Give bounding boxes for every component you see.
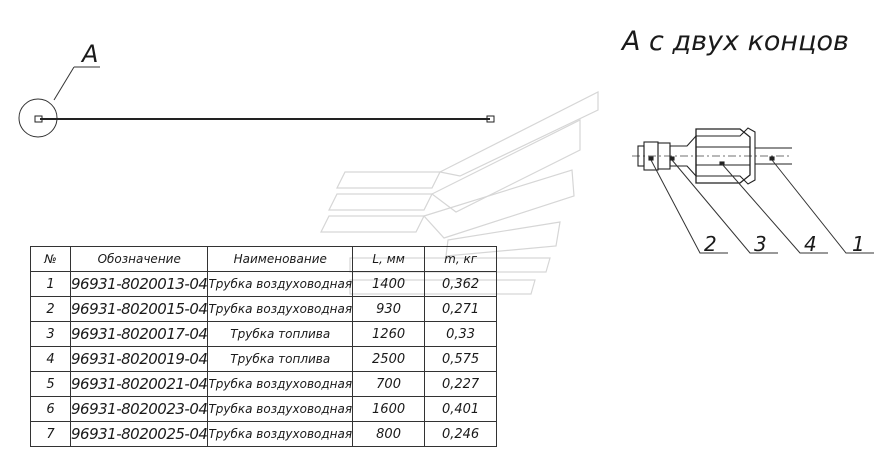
cell-designation: 96931-8020021-04 xyxy=(69,371,209,397)
cell-designation: 96931-8020023-04 xyxy=(69,396,209,422)
cell-mass: 0,246 xyxy=(424,421,498,447)
table-row: 7 96931-8020025-04 Трубка воздуховодная … xyxy=(30,421,498,447)
callout-3: 3 xyxy=(754,232,767,256)
cell-designation: 96931-8020015-04 xyxy=(69,296,209,322)
cell-name: Трубка воздуховодная xyxy=(207,421,354,447)
table-row: 4 96931-8020019-04 Трубка топлива 2500 0… xyxy=(30,346,498,372)
header-designation: Обозначение xyxy=(69,246,209,272)
tube-end-right xyxy=(486,115,495,123)
cell-length: 700 xyxy=(352,371,426,397)
cell-mass: 0,227 xyxy=(424,371,498,397)
callout-1: 1 xyxy=(852,232,865,256)
cell-number: 2 xyxy=(30,296,71,322)
cell-length: 2500 xyxy=(352,346,426,372)
table-row: 5 96931-8020021-04 Трубка воздуховодная … xyxy=(30,371,498,397)
callout-2: 2 xyxy=(704,232,717,256)
header-length: L, мм xyxy=(352,246,426,272)
cell-number: 1 xyxy=(30,271,71,297)
detail-title: А с двух концов xyxy=(620,26,849,57)
table-header-row: № Обозначение Наименование L, мм m, кг xyxy=(30,246,498,272)
cell-name: Трубка воздуховодная xyxy=(207,371,354,397)
cell-length: 800 xyxy=(352,421,426,447)
cell-name: Трубка воздуховодная xyxy=(207,271,354,297)
header-mass: m, кг xyxy=(424,246,498,272)
header-name: Наименование xyxy=(207,246,354,272)
cell-name: Трубка воздуховодная xyxy=(207,396,354,422)
cell-mass: 0,575 xyxy=(424,346,498,372)
view-leader-line-diagonal xyxy=(53,66,75,101)
table-row: 3 96931-8020017-04 Трубка топлива 1260 0… xyxy=(30,321,498,347)
tube-end-left xyxy=(34,115,43,123)
fitting-detail xyxy=(632,127,792,185)
cell-designation: 96931-8020025-04 xyxy=(69,421,209,447)
cell-length: 930 xyxy=(352,296,426,322)
cell-length: 1260 xyxy=(352,321,426,347)
cell-designation: 96931-8020019-04 xyxy=(69,346,209,372)
cell-number: 6 xyxy=(30,396,71,422)
callout-leaders xyxy=(650,159,874,254)
cell-designation: 96931-8020013-04 xyxy=(69,271,209,297)
cell-length: 1600 xyxy=(352,396,426,422)
cell-mass: 0,401 xyxy=(424,396,498,422)
view-label: А xyxy=(80,40,98,68)
cell-mass: 0,33 xyxy=(424,321,498,347)
cell-name: Трубка топлива xyxy=(207,346,354,372)
callout-4: 4 xyxy=(804,232,817,256)
table-row: 1 96931-8020013-04 Трубка воздуховодная … xyxy=(30,271,498,297)
cell-designation: 96931-8020017-04 xyxy=(69,321,209,347)
cell-number: 7 xyxy=(30,421,71,447)
cell-mass: 0,362 xyxy=(424,271,498,297)
table-row: 6 96931-8020023-04 Трубка воздуховодная … xyxy=(30,396,498,422)
cell-mass: 0,271 xyxy=(424,296,498,322)
cell-number: 5 xyxy=(30,371,71,397)
cell-name: Трубка воздуховодная xyxy=(207,296,354,322)
tube-assembly xyxy=(34,115,495,123)
table-row: 2 96931-8020015-04 Трубка воздуховодная … xyxy=(30,296,498,322)
cell-number: 3 xyxy=(30,321,71,347)
cell-name: Трубка топлива xyxy=(207,321,354,347)
cell-number: 4 xyxy=(30,346,71,372)
parts-table: № Обозначение Наименование L, мм m, кг 1… xyxy=(30,246,498,447)
cell-length: 1400 xyxy=(352,271,426,297)
header-number: № xyxy=(30,246,71,272)
